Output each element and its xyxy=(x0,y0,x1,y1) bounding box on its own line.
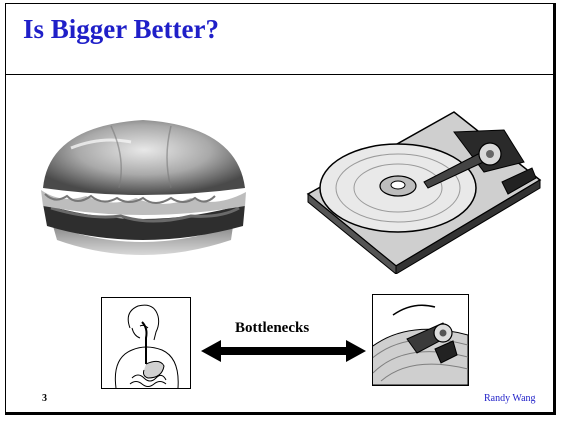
slide-title: Is Bigger Better? xyxy=(23,14,219,45)
double-arrow-icon xyxy=(201,340,366,362)
hamburger-image xyxy=(31,108,256,268)
hard-drive-image xyxy=(304,102,544,274)
bottlenecks-label: Bottlenecks xyxy=(235,320,309,337)
slide: Is Bigger Better? xyxy=(5,3,556,415)
digestive-system-icon xyxy=(101,297,191,389)
page-number: 3 xyxy=(42,393,47,404)
title-divider xyxy=(6,74,553,75)
disk-head-icon xyxy=(372,294,469,386)
author-name: Randy Wang xyxy=(484,393,536,404)
